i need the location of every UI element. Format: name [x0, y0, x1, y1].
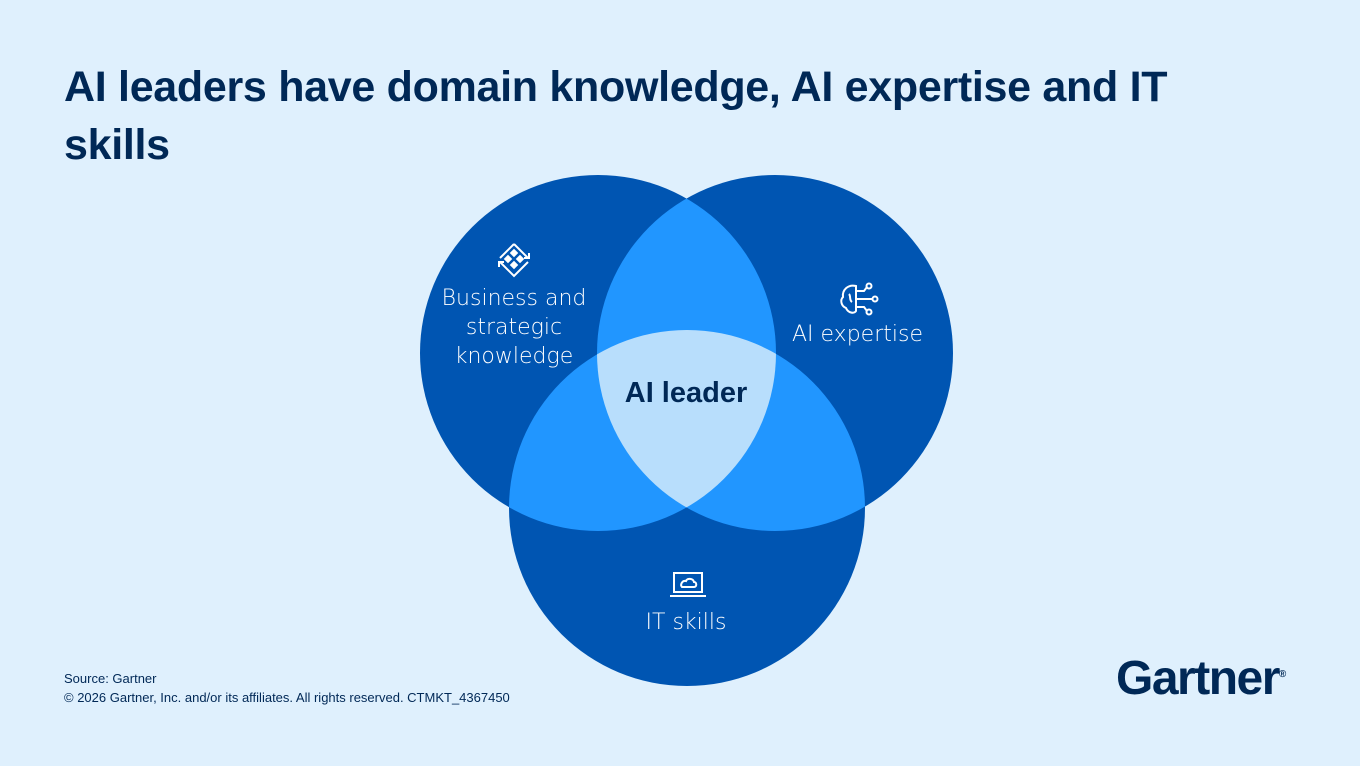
- page-title: AI leaders have domain knowledge, AI exp…: [64, 63, 1168, 169]
- logo-text: Gartner: [1116, 652, 1280, 705]
- brain-circuit-icon: [840, 282, 879, 316]
- gartner-logo: Gartner®: [1116, 652, 1287, 705]
- label-ai-expertise: AI expertise: [792, 322, 923, 347]
- label-business: Business and strategic knowledge: [441, 286, 587, 369]
- center-label: AI leader: [624, 377, 748, 409]
- workflow-diamond-icon: [498, 243, 530, 278]
- copyright-text: © 2026 Gartner, Inc. and/or its affiliat…: [64, 690, 510, 705]
- source-text: Source: Gartner: [64, 671, 157, 686]
- laptop-cloud-icon: [670, 572, 706, 597]
- label-it-skills: IT skills: [645, 610, 727, 635]
